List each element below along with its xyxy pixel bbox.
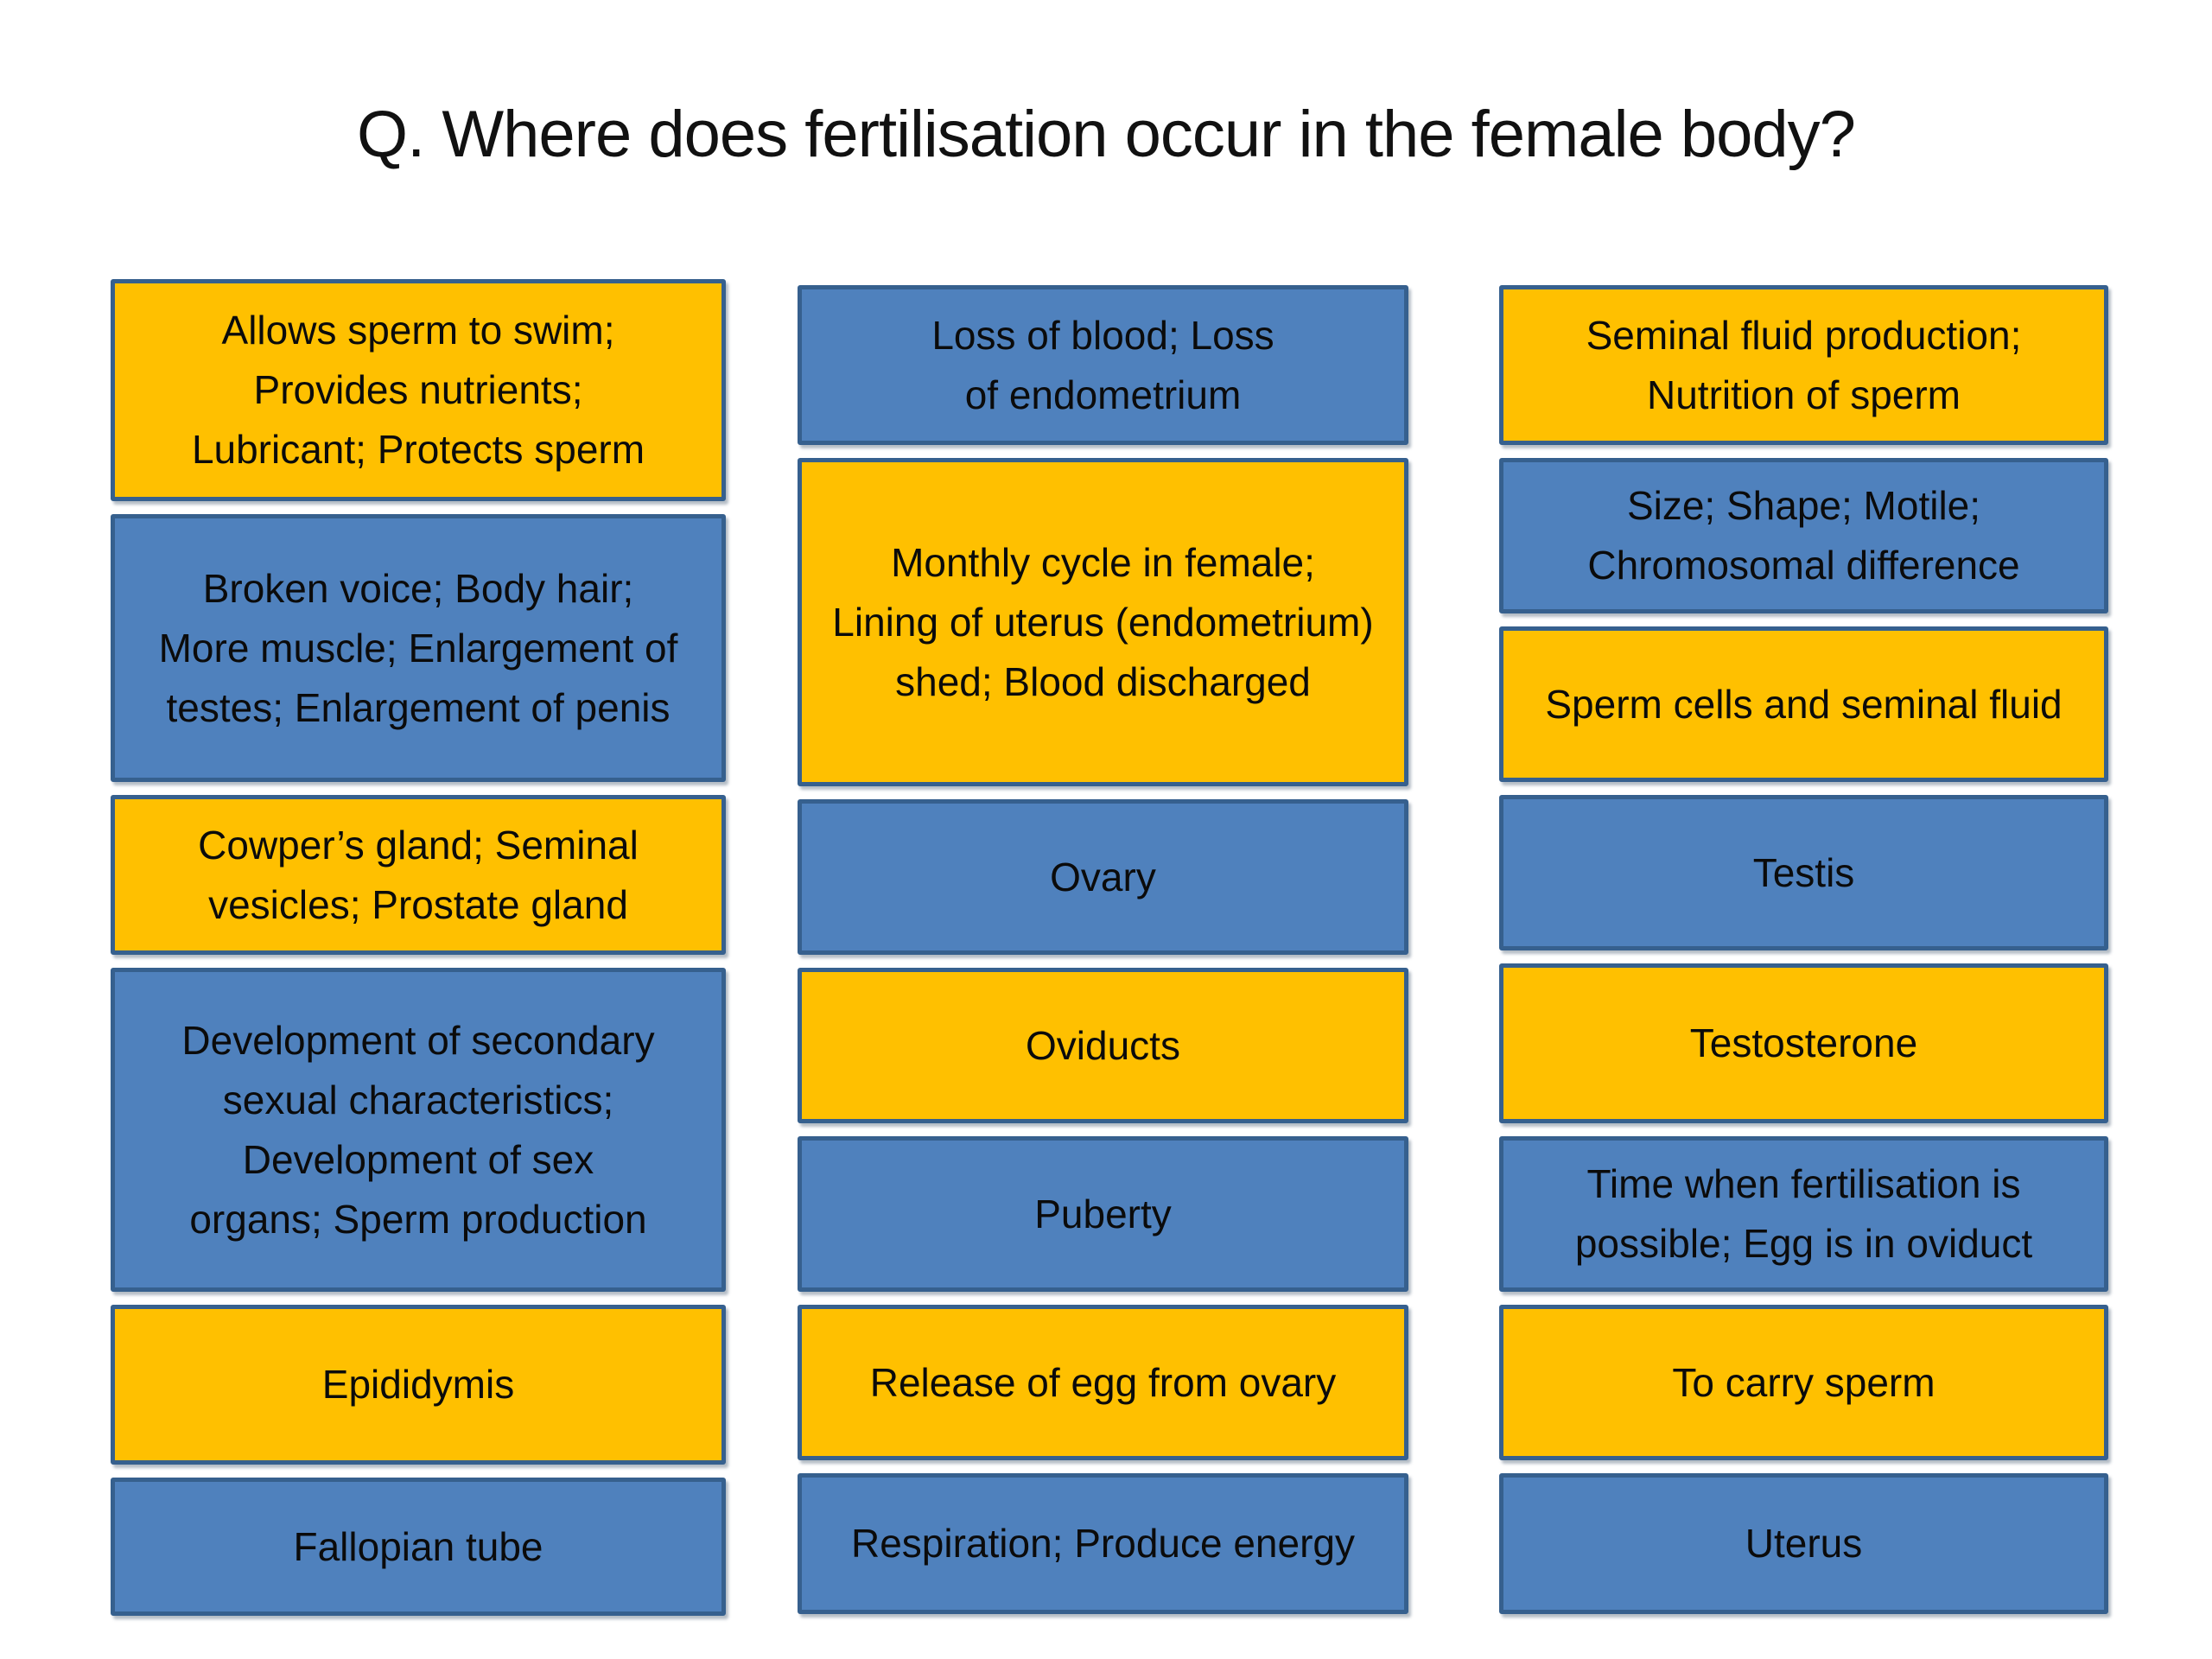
answer-card: Epididymis [111,1305,726,1465]
answer-card: Puberty [798,1136,1408,1292]
answer-card: Broken voice; Body hair; More muscle; En… [111,514,726,782]
answer-card: Cowper’s gland; Seminal vesicles; Prosta… [111,795,726,955]
answer-column-right: Seminal fluid production; Nutrition of s… [1499,285,2108,1614]
answer-column-left: Allows sperm to swim; Provides nutrients… [111,279,726,1616]
answer-card: Respiration; Produce energy [798,1473,1408,1614]
answer-card: Ovary [798,799,1408,955]
answer-column-middle: Loss of blood; Loss of endometrium Month… [798,285,1408,1614]
answer-card: To carry sperm [1499,1305,2108,1460]
answer-card: Seminal fluid production; Nutrition of s… [1499,285,2108,445]
answer-card: Allows sperm to swim; Provides nutrients… [111,279,726,501]
answer-card: Testis [1499,795,2108,950]
answer-card: Development of secondary sexual characte… [111,968,726,1292]
answer-card: Release of egg from ovary [798,1305,1408,1460]
answer-card: Oviducts [798,968,1408,1123]
answer-card: Size; Shape; Motile; Chromosomal differe… [1499,458,2108,613]
answer-card: Sperm cells and seminal fluid [1499,626,2108,782]
answer-card: Monthly cycle in female; Lining of uteru… [798,458,1408,786]
answer-card: Loss of blood; Loss of endometrium [798,285,1408,445]
answer-card: Testosterone [1499,963,2108,1123]
answer-card: Time when fertilisation is possible; Egg… [1499,1136,2108,1292]
slide-title: Q. Where does fertilisation occur in the… [357,98,1856,171]
answer-card: Uterus [1499,1473,2108,1614]
answer-card: Fallopian tube [111,1478,726,1616]
